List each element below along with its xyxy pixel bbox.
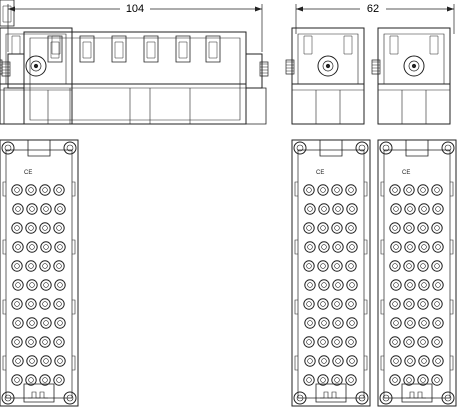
pin-contact — [12, 223, 22, 233]
pin-contact-bore — [43, 264, 48, 269]
pin-contact-bore — [57, 340, 62, 345]
pin-contact — [12, 337, 22, 347]
pin-contact-bore — [15, 188, 20, 193]
pin-contact-bore — [43, 378, 48, 383]
pin-contact — [27, 318, 37, 328]
pin-contact — [26, 337, 36, 347]
pin-contact — [27, 356, 37, 366]
pin-contact-bore — [44, 359, 49, 364]
pin-contact — [26, 261, 36, 271]
insert-ce-mark: CE — [24, 170, 32, 176]
pin-contact-bore — [30, 359, 35, 364]
pin-contact — [13, 280, 23, 290]
pin-contact — [55, 204, 65, 214]
pin-contact — [26, 375, 36, 385]
pin-contact-bore — [16, 245, 21, 250]
pin-contact — [26, 185, 36, 195]
pin-contact — [40, 337, 50, 347]
pin-contact — [41, 204, 51, 214]
pin-contact-bore — [58, 283, 63, 288]
pin-contact-bore — [16, 321, 21, 326]
pin-contact-bore — [15, 264, 20, 269]
pin-contact-bore — [30, 245, 35, 250]
pin-contact — [55, 356, 65, 366]
pin-contact — [55, 280, 65, 290]
insert-view: CE — [0, 139, 457, 407]
pin-contact-bore — [44, 207, 49, 212]
pin-contact-bore — [15, 302, 20, 307]
pin-contact-bore — [57, 188, 62, 193]
pin-contact-bore — [30, 207, 35, 212]
pin-contact-bore — [43, 226, 48, 231]
pin-contact — [54, 185, 64, 195]
pin-contact — [27, 204, 37, 214]
pin-contact — [13, 204, 23, 214]
pin-contact — [13, 242, 23, 252]
pin-contact — [54, 223, 64, 233]
pin-contact-bore — [44, 321, 49, 326]
pin-contact — [41, 356, 51, 366]
pin-contact — [40, 185, 50, 195]
pin-contact — [12, 261, 22, 271]
pin-contact — [27, 242, 37, 252]
pin-contact-bore — [29, 226, 34, 231]
pin-contact-bore — [30, 321, 35, 326]
pin-contact — [41, 280, 51, 290]
pin-contact — [40, 261, 50, 271]
pin-contact — [40, 375, 50, 385]
pin-contact-bore — [58, 207, 63, 212]
pin-contact-bore — [15, 226, 20, 231]
pin-contact — [41, 242, 51, 252]
pin-contact — [54, 375, 64, 385]
pin-contact-bore — [57, 226, 62, 231]
pin-contact-bore — [29, 378, 34, 383]
pin-contact — [54, 261, 64, 271]
pin-contact-bore — [43, 188, 48, 193]
pin-contact-bore — [58, 359, 63, 364]
pin-contact-bore — [43, 302, 48, 307]
pin-contact-bore — [29, 302, 34, 307]
pin-contact-bore — [29, 188, 34, 193]
side-view — [0, 27, 451, 125]
dimension-104: 104 — [8, 0, 262, 52]
pin-contact — [13, 318, 23, 328]
pin-contact-bore — [57, 378, 62, 383]
pin-contact — [54, 299, 64, 309]
pin-contact — [12, 299, 22, 309]
pin-contact-bore — [30, 283, 35, 288]
pin-contact-bore — [16, 359, 21, 364]
pin-contact — [13, 356, 23, 366]
pin-contact-bore — [57, 264, 62, 269]
pin-contact-bore — [15, 378, 20, 383]
pin-contact-bore — [29, 264, 34, 269]
pin-contact-bore — [43, 340, 48, 345]
pin-contact-bore — [29, 340, 34, 345]
pin-contact-bore — [44, 245, 49, 250]
pin-contact — [12, 375, 22, 385]
pin-contact — [54, 337, 64, 347]
pin-contact-bore — [57, 302, 62, 307]
pin-contact — [27, 280, 37, 290]
front-view-cavities — [0, 0, 221, 63]
dimension-62: 62 — [296, 0, 454, 34]
pin-contact — [26, 299, 36, 309]
pin-contact — [41, 318, 51, 328]
pin-contact — [26, 223, 36, 233]
pin-contact-bore — [15, 340, 20, 345]
pin-contact — [40, 223, 50, 233]
pin-contact-bore — [58, 321, 63, 326]
pin-contact — [55, 242, 65, 252]
pin-contact-bore — [16, 283, 21, 288]
dimension-104-label: 104 — [126, 3, 144, 15]
front-view — [0, 0, 268, 124]
pin-contact — [12, 185, 22, 195]
pin-contact — [40, 299, 50, 309]
pin-contact-bore — [44, 283, 49, 288]
pin-contact-bore — [16, 207, 21, 212]
pin-contact — [55, 318, 65, 328]
dimension-62-label: 62 — [367, 3, 379, 15]
pin-contact-bore — [58, 245, 63, 250]
